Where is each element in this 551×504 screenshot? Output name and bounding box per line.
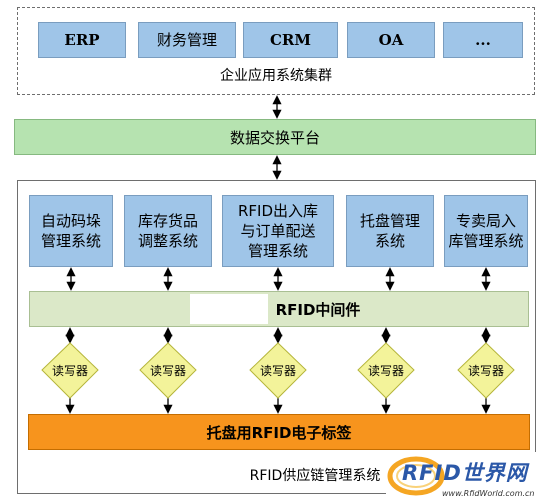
data-exchange-platform: 数据交换平台: [14, 119, 536, 155]
middleware-label: RFID中间件: [275, 300, 361, 319]
watermark-logo-text: RFID世界网: [402, 461, 528, 485]
app-box-oa: OA: [347, 22, 435, 58]
reader-label-4: 读写器: [367, 363, 404, 378]
module-pallet-management: 托盘管理 系统: [346, 195, 434, 267]
pallet-rfid-tag-bar: 托盘用RFID电子标签: [28, 414, 530, 450]
app-box-more: ...: [443, 22, 523, 58]
reader-label-2: 读写器: [149, 363, 186, 378]
middleware-label-mask: [190, 294, 268, 324]
app-box-crm: CRM: [243, 22, 338, 58]
reader-label-1: 读写器: [51, 363, 88, 378]
app-box-erp: ERP: [38, 22, 126, 58]
rfid-supply-chain-system: [17, 180, 536, 494]
enterprise-app-cluster: [17, 7, 535, 95]
rfid-middleware: RFID中间件: [29, 291, 529, 327]
module-bureau-warehousing: 专卖局入 库管理系统: [444, 195, 528, 267]
module-inventory-adjust: 库存货品 调整系统: [124, 195, 212, 267]
app-box-finance: 财务管理: [138, 22, 236, 58]
watermark-url: www.RfidWorld.com.cn: [442, 489, 535, 498]
rfid-system-caption: RFID供应链管理系统: [249, 468, 381, 484]
rfidworld-watermark-logo: RFID世界网 www.RfidWorld.com.cn: [386, 452, 548, 502]
enterprise-app-caption: 企业应用系统集群: [220, 68, 332, 84]
module-palletizing: 自动码垛 管理系统: [29, 195, 113, 267]
module-rfid-inout-order: RFID出入库 与订单配送 管理系统: [222, 195, 334, 267]
watermark-swoosh-icon: [387, 456, 445, 496]
reader-label-5: 读写器: [467, 363, 504, 378]
reader-label-3: 读写器: [259, 363, 296, 378]
